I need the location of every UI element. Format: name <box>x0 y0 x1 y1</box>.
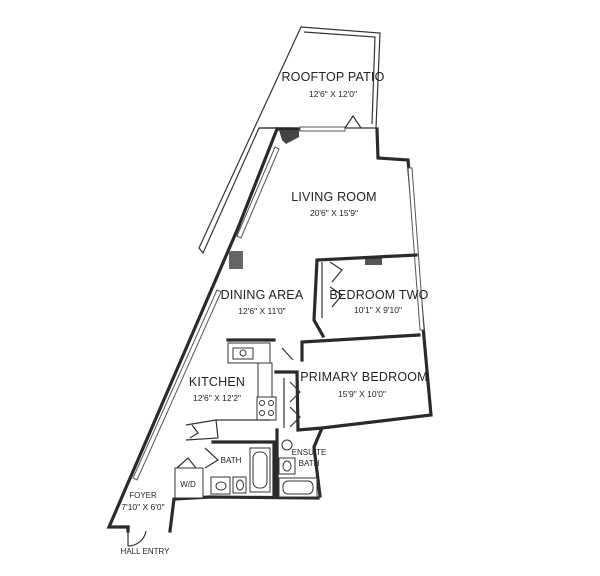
kitchen-counters <box>185 338 277 441</box>
primary-bedroom-dims: 15'9" X 10'0" <box>338 389 386 399</box>
dining-area-dims: 12'6" X 11'0" <box>238 306 285 316</box>
patio-door <box>344 114 362 129</box>
laundry-label: W/D <box>180 480 196 489</box>
foyer-name: FOYER <box>129 491 157 500</box>
bedroom-two-walls <box>312 253 418 339</box>
patio-dims: 12'6" X 12'0" <box>309 89 357 99</box>
patio-name: ROOFTOP PATIO <box>281 70 384 84</box>
primary-bedroom-walls <box>274 333 421 432</box>
ensuite-label-line1: ENSUITE <box>292 448 327 457</box>
bedroom-two-name: BEDROOM TWO <box>329 288 428 302</box>
bath-fixtures <box>204 440 276 499</box>
windows <box>132 126 425 481</box>
ensuite-label-line2: BATH <box>299 459 320 468</box>
laundry-closet <box>174 457 204 499</box>
primary-bedroom-name: PRIMARY BEDROOM <box>300 370 428 384</box>
living-room-dims: 20'6" X 15'9" <box>310 208 358 218</box>
dining-area-name: DINING AREA <box>221 288 304 302</box>
hall-entry-label: HALL ENTRY <box>121 547 171 556</box>
kitchen-dims: 12'6" X 12'2" <box>193 393 241 403</box>
structural-columns <box>229 130 382 269</box>
entry-door <box>127 530 147 547</box>
ensuite-fixtures <box>275 428 318 499</box>
living-room-name: LIVING ROOM <box>291 190 377 204</box>
bath-name: BATH <box>221 456 242 465</box>
foyer-dims: 7'10" X 6'0" <box>121 502 164 512</box>
kitchen-name: KITCHEN <box>189 375 245 389</box>
bedroom-two-dims: 10'1" X 9'10" <box>354 305 402 315</box>
